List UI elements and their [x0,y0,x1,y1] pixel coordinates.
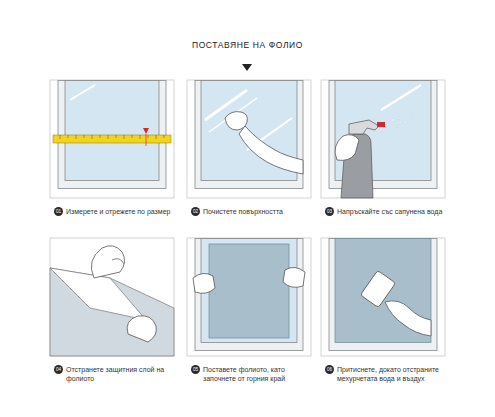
step-text: Притиснете, докато отстраните мехурчетат… [337,365,443,383]
step-caption: 02Почистете повърхността [191,207,309,216]
step-number: 06 [325,365,334,374]
step-panel: 06Притиснете, докато отстраните мехурчет… [321,238,445,400]
step-number: 03 [325,207,334,216]
step-panel: 02Почистете повърхността [187,80,311,242]
step-panel: 05Поставете фолиото, като започнете от г… [187,238,311,400]
step-number: 05 [191,365,200,374]
measure-illustration [50,80,174,198]
step-number: 01 [54,207,63,216]
step-caption: 05Поставете фолиото, като започнете от г… [191,365,309,383]
step-number: 04 [54,365,63,374]
step-caption: 03Напръскайте със сапунена вода [325,207,443,216]
spray-illustration [321,80,445,198]
pointer-triangle [242,64,252,71]
step-number: 02 [191,207,200,216]
step-caption: 04Отстранете защитния слой на фолиото [54,365,172,383]
step-panel: 04Отстранете защитния слой на фолиото [50,238,174,400]
step-caption: 06Притиснете, докато отстраните мехурчет… [325,365,443,383]
clean-illustration [187,80,311,198]
step-text: Отстранете защитния слой на фолиото [66,365,172,383]
step-panel: 01Измерете и отрежете по размер [50,80,174,242]
step-text: Измерете и отрежете по размер [66,207,170,216]
step-text: Почистете повърхността [203,207,283,216]
diagram-title: ПОСТАВЯНЕ НА ФОЛИО [0,40,495,50]
squeegee-illustration [321,238,445,356]
peel-illustration [50,238,174,356]
step-text: Поставете фолиото, като започнете от гор… [203,365,309,383]
step-text: Напръскайте със сапунена вода [337,207,442,216]
apply-illustration [187,238,311,356]
step-panel: 03Напръскайте със сапунена вода [321,80,445,242]
step-caption: 01Измерете и отрежете по размер [54,207,172,216]
